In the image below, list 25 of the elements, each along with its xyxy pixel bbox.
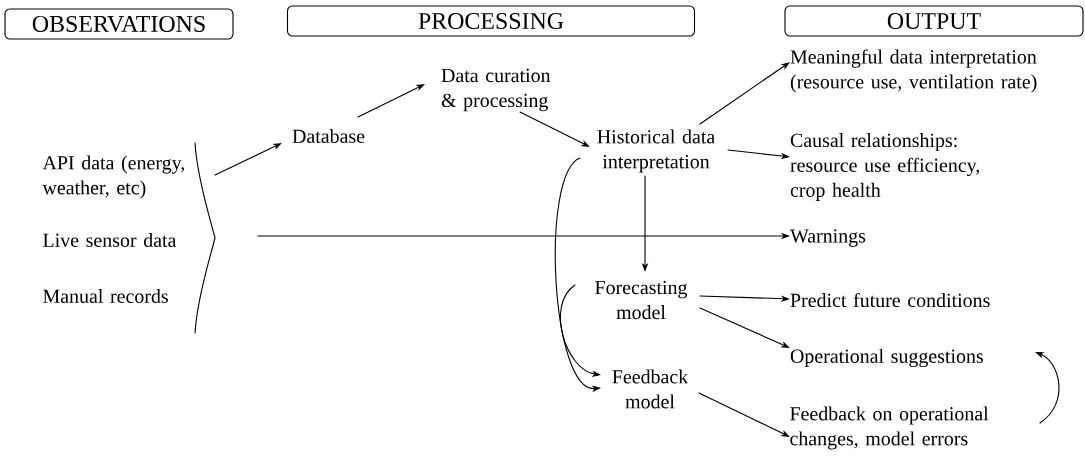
text-label: Feedback on operational changes, model errors [790,406,989,450]
text-label: Data curation & processing [441,68,551,112]
arrow [1035,352,1060,424]
text-label: Meaningful data interpretation (resource use, ventilation rate) [790,49,1037,93]
text-label: Causal relationships: resource use efficiency, crop health [790,133,980,201]
text-label: Predict future conditions [790,292,990,308]
arrow [699,62,790,125]
text-label: Database [292,129,365,143]
text-label: Operational suggestions [790,348,983,368]
text-label: Feedback model [612,369,689,409]
section-header: PROCESSING [286,5,696,37]
text-label: Forecasting model [595,280,688,320]
text-label: Live sensor data [43,233,177,247]
arrow [699,307,790,348]
brace [194,142,216,334]
text-label: API data (energy, weather, etc) [42,155,184,199]
arrow [357,84,425,118]
section-header: OBSERVATIONS [4,8,234,40]
section-header: OUTPUT [784,5,1084,37]
text-label: Manual records [43,289,168,303]
arrow [698,392,790,437]
arrow [519,111,590,147]
arrow [214,143,282,176]
text-label: Warnings [790,229,866,247]
text-label: Historical data interpretation [597,129,715,173]
